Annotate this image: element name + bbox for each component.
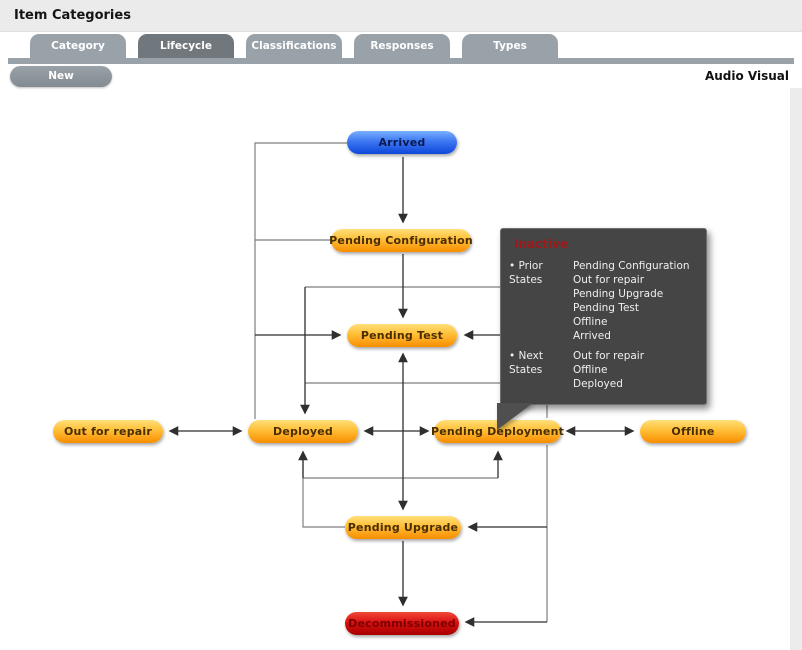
state-node-arrived[interactable]: Arrived	[347, 131, 457, 154]
tab-classifications[interactable]: Classifications	[246, 34, 342, 58]
tooltip-next-state: Offline	[573, 364, 608, 376]
tooltip-prior-states-values: Pending Configuration Out for repair Pen…	[573, 259, 690, 343]
tooltip-prior-state: Arrived	[573, 330, 611, 342]
state-node-decommissioned[interactable]: Decommissioned	[345, 612, 459, 635]
tooltip-next-states-label: • Next States	[509, 350, 543, 376]
state-node-pending-upgrade[interactable]: Pending Upgrade	[345, 516, 461, 539]
state-tooltip: Inactive • Prior States Pending Configur…	[497, 228, 707, 430]
tooltip-tail-pointer	[497, 403, 533, 430]
tab-row: Category Lifecycle Classifications Respo…	[0, 34, 802, 58]
tooltip-prior-states-label: • Prior States	[509, 260, 543, 286]
tab-types[interactable]: Types	[462, 34, 558, 58]
tab-responses[interactable]: Responses	[354, 34, 450, 58]
tab-category[interactable]: Category	[30, 34, 126, 58]
new-button[interactable]: New	[10, 66, 112, 87]
tab-lifecycle[interactable]: Lifecycle	[138, 34, 234, 58]
tooltip-title: Inactive	[514, 237, 569, 251]
tooltip-next-state: Deployed	[573, 378, 623, 390]
tooltip-next-states-row: • Next States Out for repair Offline Dep…	[501, 349, 706, 391]
state-node-pending-configuration[interactable]: Pending Configuration	[329, 229, 473, 252]
tooltip-next-states-values: Out for repair Offline Deployed	[573, 349, 644, 391]
tooltip-prior-state: Pending Upgrade	[573, 288, 664, 300]
page-title: Item Categories	[14, 8, 131, 23]
tooltip-next-state: Out for repair	[573, 350, 645, 362]
header-band	[0, 0, 802, 32]
state-node-offline[interactable]: Offline	[640, 420, 746, 443]
state-node-out-for-repair[interactable]: Out for repair	[53, 420, 163, 443]
tooltip-prior-states-row: • Prior States Pending Configuration Out…	[501, 259, 706, 343]
tooltip-prior-state: Out for repair	[573, 274, 645, 286]
state-node-deployed[interactable]: Deployed	[248, 420, 358, 443]
tooltip-prior-state: Pending Configuration	[573, 260, 690, 272]
state-node-pending-test[interactable]: Pending Test	[347, 324, 457, 347]
tab-underline-bar	[8, 58, 794, 64]
right-margin-strip	[790, 88, 802, 650]
category-name-label: Audio Visual	[704, 69, 789, 83]
tooltip-prior-state: Offline	[573, 316, 608, 328]
tooltip-prior-state: Pending Test	[573, 302, 639, 314]
